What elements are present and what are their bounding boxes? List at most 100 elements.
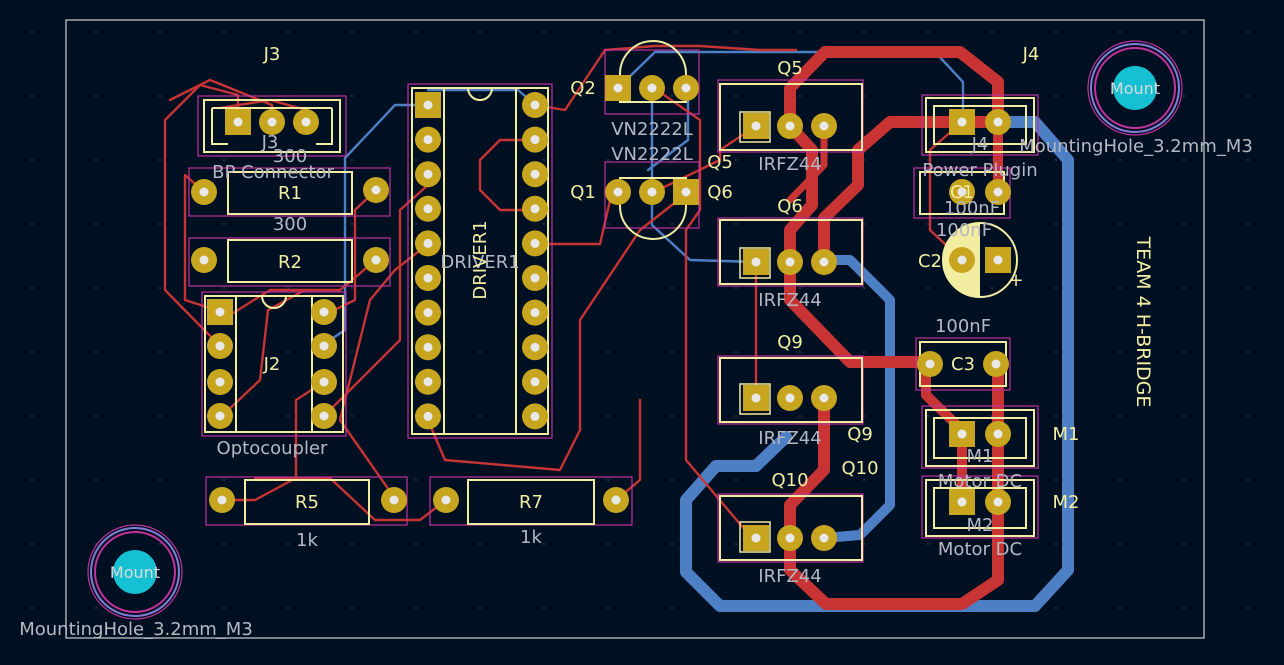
driver1-pad-drill — [530, 238, 540, 248]
m1-inner: M1 — [967, 446, 994, 467]
mosfet-pad-drill — [819, 533, 829, 543]
labels-layer: J3 BP Connector J3 300 R1 300 R2 J2 Opto… — [19, 44, 1253, 640]
front-driver-q6 — [426, 192, 688, 472]
front-power-trace-bottom — [784, 358, 1004, 610]
r7-value: 1k — [520, 527, 542, 548]
q1-ref: Q1 — [570, 182, 596, 203]
front-q2-q10 — [652, 86, 747, 532]
back-power-trace — [680, 116, 1074, 612]
driver1-pad-drill — [423, 273, 433, 283]
driver1-pad-drill — [530, 135, 540, 145]
mosfet-pad-drill — [785, 257, 795, 267]
mosfet-pad-drill — [819, 257, 829, 267]
j2-pad-drill — [319, 341, 329, 351]
driver1-pad-drill — [530, 411, 540, 421]
front-q6-trace — [818, 116, 1004, 268]
r1-value: 300 — [273, 146, 307, 167]
silkscreen-layer — [203, 40, 1035, 561]
m1-pad-drill — [993, 429, 1003, 439]
mh-bl-inner: Mount — [110, 563, 160, 582]
r1-pad-drill — [371, 185, 381, 195]
j2-pad-drill — [319, 307, 329, 317]
q5-value: IRFZ44 — [758, 154, 821, 175]
mosfet-pad-drill — [751, 533, 761, 543]
mosfet-pad-drill — [751, 121, 761, 131]
j3-inner: J3 — [261, 132, 279, 153]
j3-pad-drill — [267, 117, 277, 127]
r7-pad-drill — [441, 495, 451, 505]
driver1-pad-drill — [423, 100, 433, 110]
j3-pad-drill — [301, 117, 311, 127]
q5-label: Q5 — [707, 152, 733, 173]
j4-inner: J4 — [971, 134, 989, 155]
c3-value: 100nF — [935, 316, 991, 337]
c1-value: 100nF — [944, 198, 1000, 219]
q1-pad-drill — [613, 187, 623, 197]
c3-ref: C3 — [951, 354, 975, 375]
r7-ref: R7 — [519, 492, 543, 513]
driver1-pad-drill — [423, 238, 433, 248]
back-signal-j3-driver — [328, 103, 430, 342]
q6-value: IRFZ44 — [758, 290, 821, 311]
driver1-pad-drill — [530, 342, 540, 352]
m1-value: Motor DC — [938, 471, 1022, 492]
j3-ref: J3 — [263, 44, 281, 65]
pads-layer — [191, 75, 1011, 551]
m2-pad-drill — [993, 497, 1003, 507]
q6-label: Q6 — [707, 182, 733, 203]
j3-value: BP Connector — [212, 162, 334, 183]
driver1-value: DRIVER1 — [440, 252, 519, 273]
front-opto-pin4 — [220, 288, 307, 418]
c3-pad-drill — [925, 359, 935, 369]
m1-ref: M1 — [1053, 424, 1080, 445]
mounting-hole-top-right — [1090, 43, 1180, 133]
q2-pad-drill — [681, 83, 691, 93]
mosfet-pad-drill — [819, 121, 829, 131]
front-q9-q10-trace — [784, 392, 830, 544]
j3-pad-drill — [233, 117, 243, 127]
driver1-pad-drill — [423, 342, 433, 352]
q5-ref: Q5 — [777, 58, 803, 79]
mh-tr-inner: Mount — [1110, 79, 1160, 98]
r2-value: 300 — [273, 214, 307, 235]
q1-value: VN2222L — [611, 144, 693, 165]
driver1-pad-drill — [423, 204, 433, 214]
j4-pad-drill — [957, 117, 967, 127]
r5-ref: R5 — [295, 492, 319, 513]
j4-ref: J4 — [1022, 44, 1040, 65]
j4-pad-drill — [993, 117, 1003, 127]
driver1-pad-drill — [423, 308, 433, 318]
back-motor-trace — [819, 255, 895, 543]
c2-ref: C2 — [918, 251, 942, 272]
r7-pad-drill — [611, 495, 621, 505]
c2-polarity: + — [1008, 270, 1023, 291]
q10-label: Q10 — [841, 458, 878, 479]
q9-label: Q9 — [847, 424, 873, 445]
driver1-pad-drill — [423, 135, 433, 145]
c1-pad-drill — [993, 187, 1003, 197]
m2-ref: M2 — [1053, 492, 1080, 513]
c1-pad-drill — [957, 187, 967, 197]
m2-pad-drill — [957, 497, 967, 507]
q2-value: VN2222L — [611, 119, 693, 140]
back-signal-q2-drain — [646, 86, 690, 172]
j4-value: Power Plugin — [922, 160, 1037, 181]
r2-pad-drill — [371, 255, 381, 265]
j2-pad-drill — [215, 341, 225, 351]
c3-pad-drill — [991, 359, 1001, 369]
j2-pad-drill — [215, 307, 225, 317]
front-q1-q5 — [652, 124, 758, 194]
mounting-hole-bottom-left — [90, 527, 180, 617]
q2-pad-drill — [647, 83, 657, 93]
mosfet-pad-drill — [785, 121, 795, 131]
board-title: TEAM 4 H-BRIDGE — [1132, 236, 1154, 408]
mosfet-pad-drill — [751, 257, 761, 267]
j2-ref: J2 — [263, 354, 281, 375]
r5-value: 1k — [296, 530, 318, 551]
mosfet-pad-drill — [785, 533, 795, 543]
r5-pad-drill — [389, 495, 399, 505]
front-r7-r5 — [253, 476, 448, 522]
m1-pad-drill — [957, 429, 967, 439]
